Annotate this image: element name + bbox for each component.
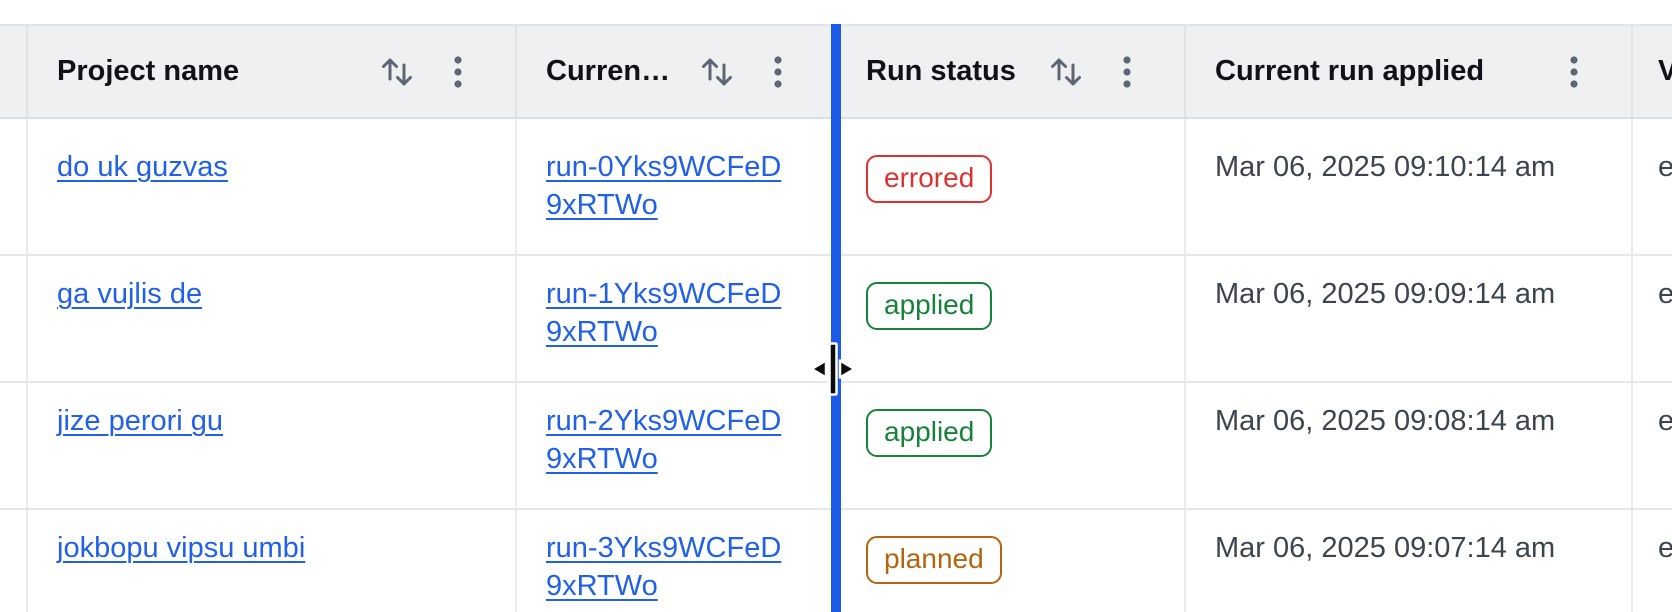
partial-cell-text: e (1658, 278, 1672, 310)
column-menu-kebab-icon[interactable] (773, 55, 783, 89)
current-run-cell: run-2Yks9WCFeD9xRTWo (517, 383, 837, 508)
column-label: Curren… (546, 55, 671, 87)
status-badge: errored (866, 155, 993, 203)
gutter-cell (0, 119, 28, 254)
run-applied-cell: Mar 06, 2025 09:08:14 am (1186, 383, 1633, 508)
sort-icon[interactable] (697, 52, 737, 92)
run-applied-cell: Mar 06, 2025 09:09:14 am (1186, 256, 1633, 381)
partial-cell: e (1633, 383, 1672, 508)
gutter-cell (0, 256, 28, 381)
table-row: jokbopu vipsu umbi run-3Yks9WCFeD9xRTWo … (0, 510, 1672, 612)
project-name-cell: do uk guzvas (28, 119, 517, 254)
sort-icon[interactable] (1046, 52, 1086, 92)
partial-cell-text: e (1658, 151, 1672, 183)
column-header-project-name[interactable]: Project name (28, 26, 517, 117)
column-menu-kebab-icon[interactable] (1122, 55, 1132, 89)
current-run-link[interactable]: run-3Yks9WCFeD9xRTWo (546, 532, 782, 602)
run-applied-cell: Mar 06, 2025 09:07:14 am (1186, 510, 1633, 612)
current-run-link[interactable]: run-0Yks9WCFeD9xRTWo (546, 151, 782, 221)
column-label: Current run applied (1215, 55, 1485, 87)
current-run-link[interactable]: run-1Yks9WCFeD9xRTWo (546, 278, 782, 348)
run-applied-timestamp: Mar 06, 2025 09:08:14 am (1215, 405, 1556, 437)
current-run-cell: run-0Yks9WCFeD9xRTWo (517, 119, 837, 254)
sort-icon[interactable] (377, 52, 417, 92)
gutter-cell (0, 383, 28, 508)
run-status-cell: applied (837, 256, 1186, 381)
column-resize-indicator[interactable] (831, 24, 841, 612)
partial-cell: e (1633, 256, 1672, 381)
project-link[interactable]: do uk guzvas (57, 151, 228, 183)
column-menu-kebab-icon[interactable] (453, 55, 463, 89)
current-run-cell: run-3Yks9WCFeD9xRTWo (517, 510, 837, 612)
partial-cell-text: e (1658, 532, 1672, 564)
column-header-current-run-applied[interactable]: Current run applied (1186, 26, 1633, 117)
column-label: V (1658, 55, 1672, 87)
run-applied-cell: Mar 06, 2025 09:10:14 am (1186, 119, 1633, 254)
column-header-run-status[interactable]: Run status (837, 26, 1186, 117)
project-name-cell: ga vujlis de (28, 256, 517, 381)
run-applied-timestamp: Mar 06, 2025 09:07:14 am (1215, 532, 1556, 564)
project-name-cell: jize perori gu (28, 383, 517, 508)
run-status-cell: applied (837, 383, 1186, 508)
status-badge: applied (866, 409, 993, 457)
partial-cell: e (1633, 119, 1672, 254)
column-menu-kebab-icon[interactable] (1569, 55, 1579, 89)
run-applied-timestamp: Mar 06, 2025 09:10:14 am (1215, 151, 1556, 183)
project-link[interactable]: jize perori gu (57, 405, 224, 437)
status-badge: applied (866, 282, 993, 330)
status-badge: planned (866, 536, 1002, 584)
run-status-cell: errored (837, 119, 1186, 254)
partial-cell: e (1633, 510, 1672, 612)
gutter-header-cell (0, 26, 28, 117)
partial-cell-text: e (1658, 405, 1672, 437)
table-row: ga vujlis de run-1Yks9WCFeD9xRTWo applie… (0, 256, 1672, 383)
column-header-partial[interactable]: V (1633, 26, 1672, 117)
project-name-cell: jokbopu vipsu umbi (28, 510, 517, 612)
column-label: Project name (57, 55, 240, 87)
current-run-cell: run-1Yks9WCFeD9xRTWo (517, 256, 837, 381)
project-link[interactable]: ga vujlis de (57, 278, 203, 310)
current-run-link[interactable]: run-2Yks9WCFeD9xRTWo (546, 405, 782, 475)
column-label: Run status (866, 55, 1016, 87)
table-row: jize perori gu run-2Yks9WCFeD9xRTWo appl… (0, 383, 1672, 510)
column-header-current-run[interactable]: Curren… (517, 26, 837, 117)
run-status-cell: planned (837, 510, 1186, 612)
gutter-cell (0, 510, 28, 612)
run-applied-timestamp: Mar 06, 2025 09:09:14 am (1215, 278, 1556, 310)
project-link[interactable]: jokbopu vipsu umbi (57, 532, 306, 564)
